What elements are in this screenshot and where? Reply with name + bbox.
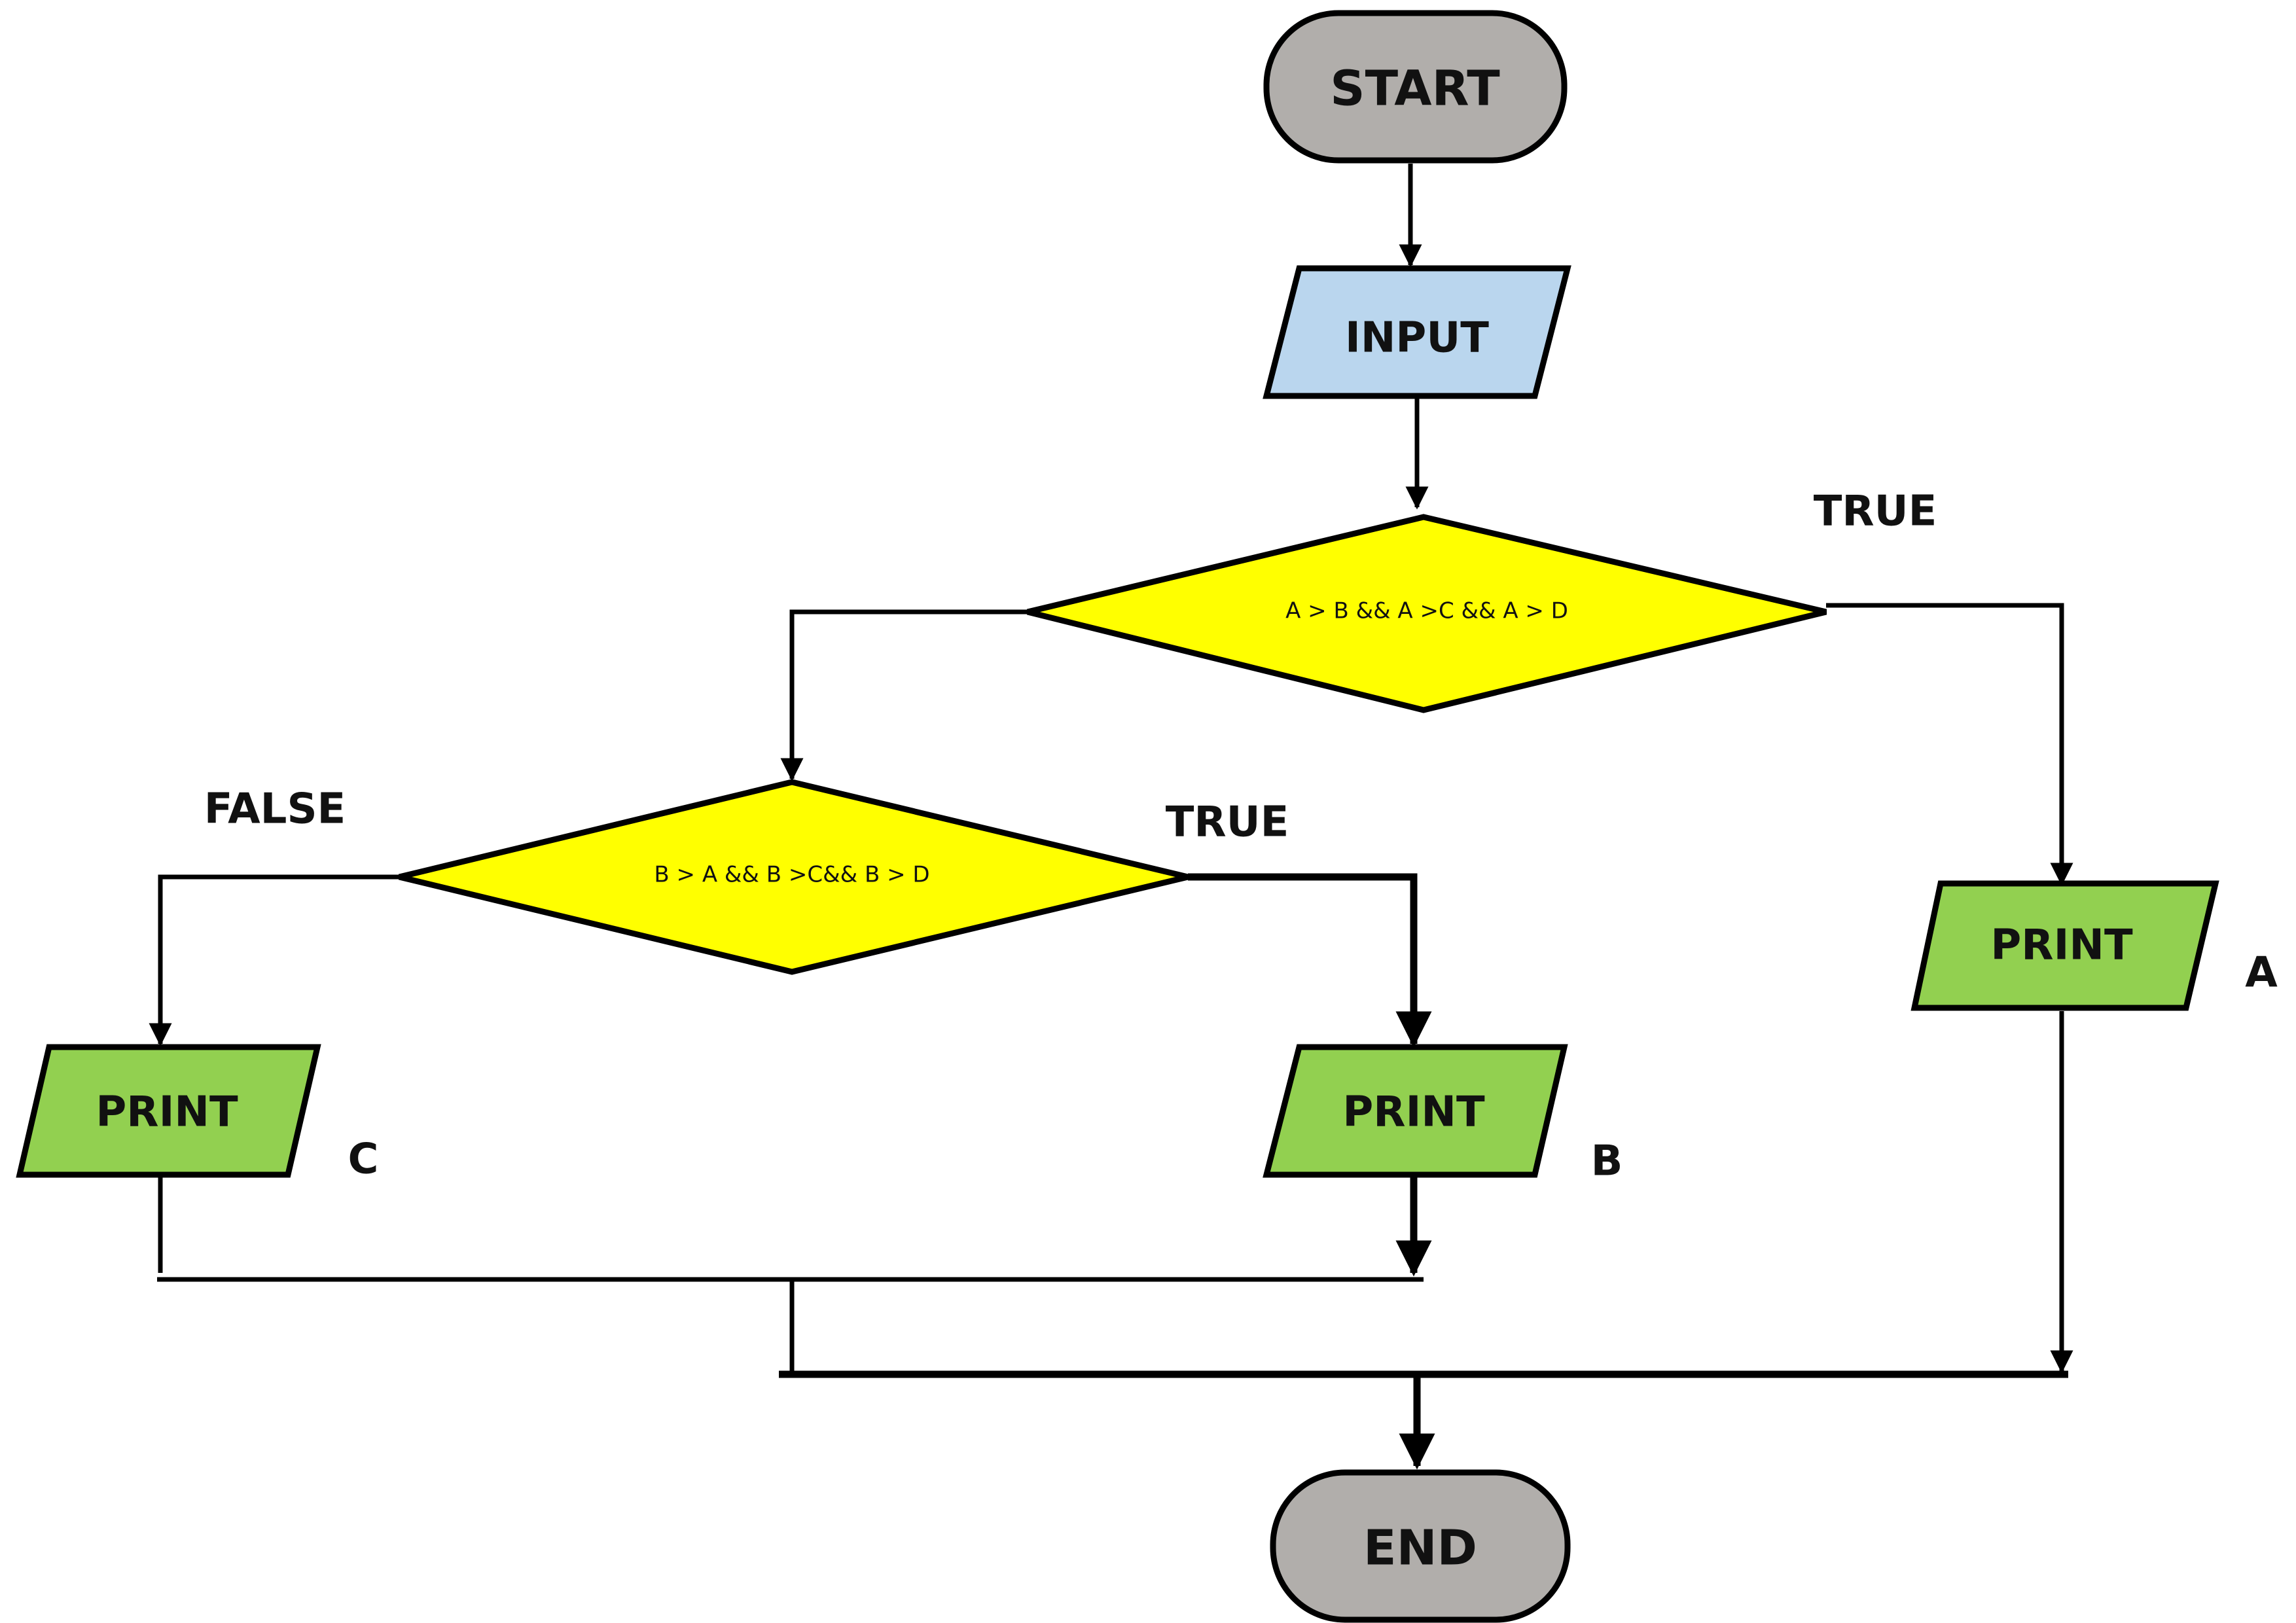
decision2-node: B > A && B >C&& B > D: [398, 779, 1189, 975]
input-shape: [1263, 265, 1571, 399]
decision1-condition: A > B && A >C && A > D: [1285, 598, 1568, 624]
print-c-shape: [16, 1044, 321, 1178]
decision1-node: A > B && A >C && A > D: [1026, 514, 1827, 713]
end-node: END: [1270, 1469, 1571, 1623]
print-b-output-label: B: [1591, 1137, 1623, 1186]
start-terminal-shape: [1263, 10, 1568, 164]
print-c-label: PRINT: [96, 1088, 238, 1137]
arrow-decision2-false: [149, 874, 399, 1046]
print-c-node: PRINT C: [16, 1044, 379, 1184]
end-terminal-shape: [1270, 1469, 1571, 1623]
decision2-diamond: [398, 779, 1189, 975]
print-a-output-label: A: [2245, 949, 2278, 997]
input-node: INPUT: [1263, 265, 1571, 399]
decision2-false-label: FALSE: [204, 785, 346, 834]
print-b-node: PRINT B: [1263, 1044, 1623, 1186]
end-label: END: [1363, 1520, 1477, 1577]
print-a-node: PRINT A: [1910, 880, 2278, 1011]
print-c-output-label: C: [348, 1135, 379, 1184]
start-node: START: [1263, 10, 1568, 164]
arrow-decision1-false: [780, 609, 1028, 781]
input-label: INPUT: [1345, 314, 1489, 363]
decision2-condition: B > A && B >C&& B > D: [654, 862, 929, 888]
print-b-shape: [1263, 1044, 1568, 1178]
decision1-diamond: [1026, 514, 1827, 713]
print-a-label: PRINT: [1990, 921, 2133, 970]
start-label: START: [1330, 61, 1500, 117]
decision2-true-label: TRUE: [1166, 798, 1289, 847]
print-a-shape: [1910, 880, 2219, 1011]
arrow-decision1-true: [1826, 603, 2073, 886]
print-b-label: PRINT: [1342, 1088, 1485, 1137]
connectors: [149, 164, 2073, 1470]
arrow-decision2-true: [1188, 873, 1432, 1048]
decision1-true-label: TRUE: [1814, 488, 1937, 536]
